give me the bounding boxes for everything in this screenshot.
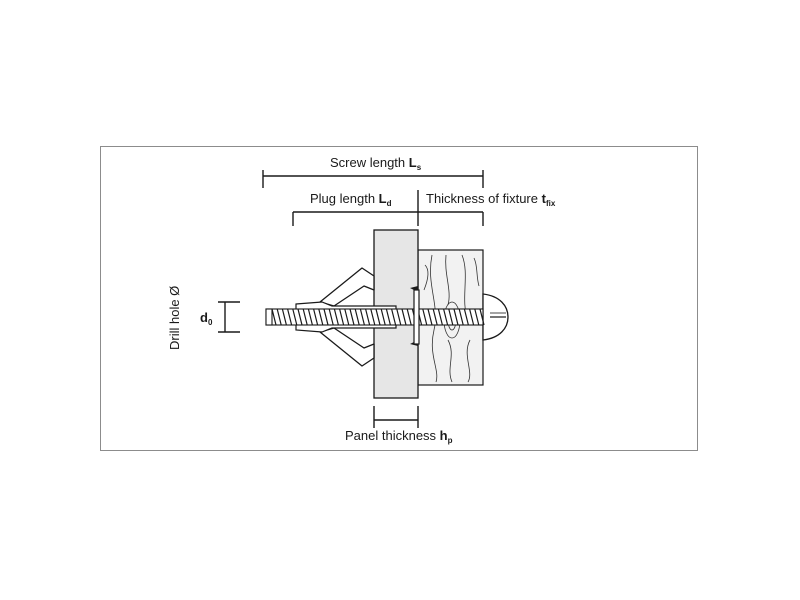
thread-mark bbox=[359, 308, 365, 326]
thread-mark bbox=[328, 308, 334, 326]
d0-symbol: d bbox=[200, 310, 208, 325]
plug-length-label: Plug length Ld bbox=[310, 192, 392, 208]
screw-length-text: Screw length bbox=[330, 155, 409, 170]
thread-mark bbox=[401, 308, 407, 326]
screw-shaft bbox=[265, 308, 485, 326]
thread-mark bbox=[469, 308, 475, 326]
thread-mark bbox=[276, 308, 282, 326]
thread-mark bbox=[427, 308, 433, 326]
d0-subscript: 0 bbox=[207, 318, 213, 327]
drill-hole-label: Drill hole Ø bbox=[167, 285, 182, 350]
fixture-thickness-text: Thickness of fixture bbox=[426, 191, 542, 206]
drill-hole-dimension bbox=[218, 301, 240, 333]
thread-mark bbox=[344, 308, 350, 326]
thread-mark bbox=[375, 308, 381, 326]
thread-mark bbox=[313, 308, 319, 326]
anchor-flange bbox=[413, 289, 420, 345]
thread-mark bbox=[323, 308, 329, 326]
thread-mark bbox=[281, 308, 287, 326]
thread-mark bbox=[437, 308, 443, 326]
panel-thickness-subscript: p bbox=[447, 436, 453, 445]
thread-mark bbox=[422, 308, 428, 326]
thread-mark bbox=[443, 308, 449, 326]
thread-mark bbox=[292, 308, 298, 326]
panel-thickness-symbol: h bbox=[439, 428, 448, 443]
fixture-thickness-symbol: t bbox=[541, 191, 546, 206]
d0-label: d0 bbox=[200, 311, 212, 327]
thread-mark bbox=[391, 308, 397, 326]
screw-length-subscript: s bbox=[416, 163, 422, 172]
fixture-thickness-subscript: fix bbox=[545, 199, 556, 208]
plug-length-subscript: d bbox=[386, 199, 392, 208]
thread-mark bbox=[380, 308, 386, 326]
panel-thickness-dimension bbox=[373, 406, 419, 428]
thread-mark bbox=[365, 308, 371, 326]
thread-mark bbox=[385, 308, 391, 326]
screw-head bbox=[482, 293, 509, 341]
thread-mark bbox=[287, 308, 293, 326]
thread-mark bbox=[474, 308, 480, 326]
screw-length-symbol: L bbox=[408, 155, 417, 170]
thread-mark bbox=[302, 308, 308, 326]
fixture-thickness-dimension bbox=[418, 211, 484, 226]
thread-mark bbox=[479, 308, 485, 326]
thread-mark bbox=[432, 308, 438, 326]
thread-mark bbox=[448, 308, 454, 326]
thread-mark bbox=[339, 308, 345, 326]
panel-thickness-label: Panel thickness hp bbox=[345, 429, 453, 445]
thread-mark bbox=[297, 308, 303, 326]
thread-mark bbox=[396, 308, 402, 326]
thread-mark bbox=[463, 308, 469, 326]
thread-mark bbox=[318, 308, 324, 326]
fixture-thickness-label: Thickness of fixture tfix bbox=[426, 192, 555, 208]
thread-mark bbox=[458, 308, 464, 326]
screw-length-label: Screw length Ls bbox=[330, 156, 421, 172]
thread-mark bbox=[354, 308, 360, 326]
plug-length-text: Plug length bbox=[310, 191, 379, 206]
screw-length-dimension bbox=[262, 170, 484, 188]
thread-mark bbox=[349, 308, 355, 326]
plug-length-symbol: L bbox=[378, 191, 387, 206]
thread-mark bbox=[271, 308, 277, 326]
thread-mark bbox=[453, 308, 459, 326]
thread-mark bbox=[370, 308, 376, 326]
thread-mark bbox=[406, 308, 412, 326]
thread-mark bbox=[333, 308, 339, 326]
thread-mark bbox=[307, 308, 313, 326]
plug-length-dimension bbox=[292, 190, 419, 226]
panel-thickness-text: Panel thickness bbox=[345, 428, 440, 443]
